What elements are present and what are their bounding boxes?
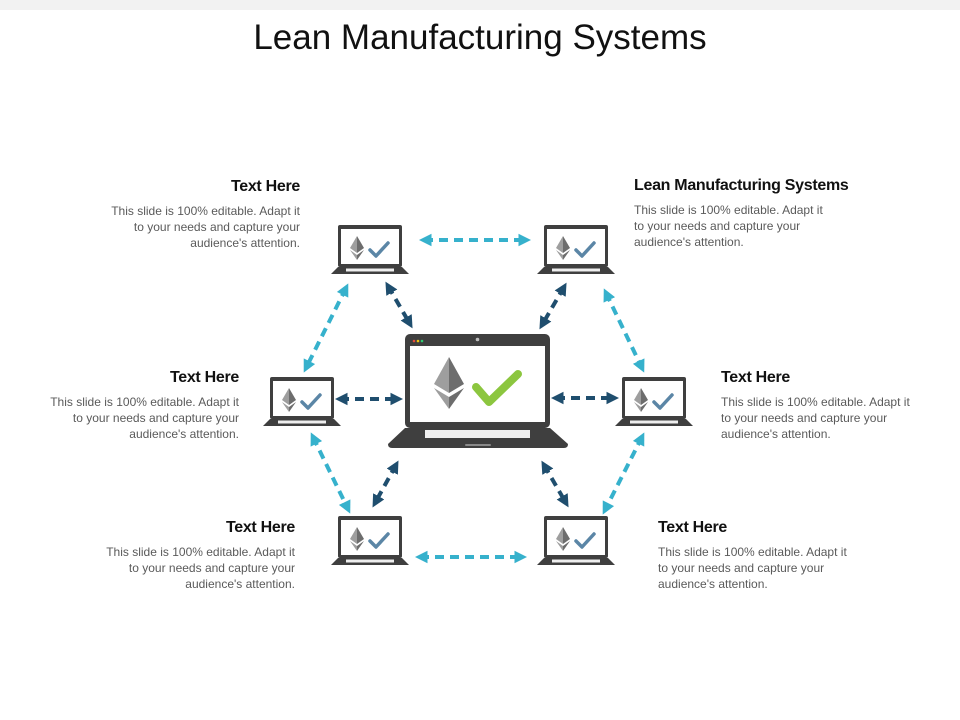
text-block-body: This slide is 100% editable. Adapt it to… [50, 395, 239, 441]
text-block-top-left: Text Here This slide is 100% editable. A… [100, 178, 300, 251]
text-block-mid-right: Text Here This slide is 100% editable. A… [721, 369, 921, 442]
ethereum-icon [434, 357, 464, 409]
outer-ring-arrows [303, 233, 645, 564]
text-block-heading: Lean Manufacturing Systems [634, 177, 849, 194]
laptop-icon-bottom-right [537, 516, 615, 565]
text-block-heading: Text Here [658, 519, 728, 536]
text-block-body: This slide is 100% editable. Adapt it to… [111, 204, 300, 250]
checkmark-icon [472, 370, 522, 406]
arrow-hub-bottom-right [541, 460, 569, 508]
text-block-body: This slide is 100% editable. Adapt it to… [658, 545, 847, 591]
laptop-icon-bottom-left [331, 516, 409, 565]
arrow-mid-left-to-bottom-left [310, 432, 351, 514]
text-block-bottom-left: Text Here This slide is 100% editable. A… [95, 519, 295, 592]
text-block-heading: Text Here [230, 178, 300, 195]
center-laptop-icon [388, 334, 568, 448]
laptop-icon-top-left [331, 225, 409, 274]
laptop-icon-top-right [537, 225, 615, 274]
text-block-body: This slide is 100% editable. Adapt it to… [634, 203, 823, 249]
laptop-icon-mid-right [615, 377, 693, 426]
text-block-bottom-right: Text Here This slide is 100% editable. A… [658, 519, 858, 592]
top-bar [0, 0, 960, 10]
text-block-heading: Text Here [721, 369, 791, 386]
text-block-heading: Text Here [225, 519, 295, 536]
arrow-mid-right-to-bottom-right [602, 432, 645, 515]
text-block-top-right: Lean Manufacturing Systems This slide is… [634, 177, 849, 250]
text-block-mid-left: Text Here This slide is 100% editable. A… [39, 369, 239, 442]
hub-arrows [334, 281, 620, 508]
arrow-top-right-to-mid-right [603, 288, 645, 373]
laptop-icon-mid-left [263, 377, 341, 426]
arrow-top-left-to-mid-left [303, 283, 349, 373]
arrow-hub-top-right [539, 282, 567, 330]
arrow-hub-bottom-left [372, 460, 399, 508]
arrow-hub-top-left [385, 281, 413, 329]
text-block-body: This slide is 100% editable. Adapt it to… [106, 545, 295, 591]
page-title: Lean Manufacturing Systems [253, 18, 707, 57]
text-block-body: This slide is 100% editable. Adapt it to… [721, 395, 910, 441]
text-block-heading: Text Here [169, 369, 239, 386]
